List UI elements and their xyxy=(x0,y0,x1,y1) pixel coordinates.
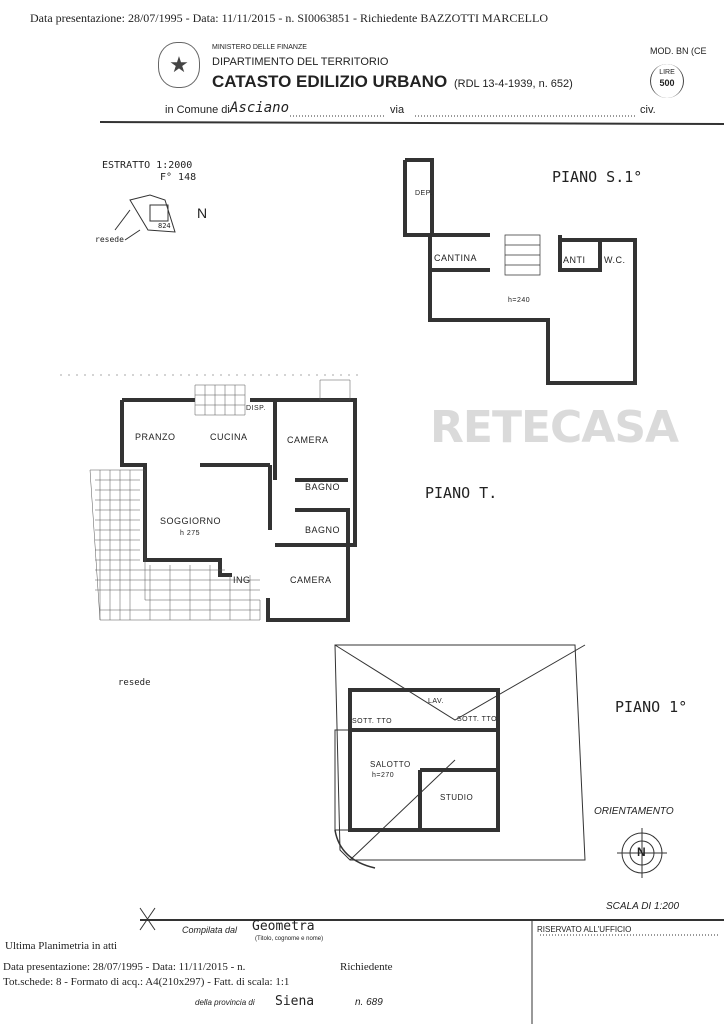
model-label: MOD. BN (CE xyxy=(650,46,707,56)
law-reference: (RDL 13-4-1939, n. 652) xyxy=(454,78,573,90)
room-label: DISP. xyxy=(246,405,266,412)
form-title: CATASTO EDILIZIO URBANO xyxy=(212,72,448,91)
extract-resede: resede xyxy=(95,235,124,244)
republic-emblem-icon: ★ xyxy=(158,42,200,88)
extract-foglio: F° 148 xyxy=(160,172,197,183)
compiled-sub: (Titolo, cognome e nome) xyxy=(255,936,324,942)
room-label: CAMERA xyxy=(290,575,332,585)
via-label: via xyxy=(390,104,405,116)
extract-particella: 824 xyxy=(158,222,171,230)
compass-north-icon: N xyxy=(637,845,646,859)
sheet-number: n. 689 xyxy=(355,997,383,1008)
room-label: SALOTTO xyxy=(370,760,411,769)
room-height: h=240 xyxy=(508,297,531,304)
footer-requester: Richiedente xyxy=(340,961,393,973)
north-arrow-icon: N xyxy=(197,205,208,221)
room-label: CANTINA xyxy=(434,253,478,263)
room-label: STUDIO xyxy=(440,793,474,802)
room-label: CUCINA xyxy=(210,432,248,442)
civ-label: civ. xyxy=(640,104,656,116)
room-label: BAGNO xyxy=(305,482,341,492)
first-floor-label: PIANO 1° xyxy=(615,698,688,716)
comune-value: Asciano xyxy=(230,100,290,116)
ground-resede: resede xyxy=(118,678,151,688)
province-value: Siena xyxy=(275,994,315,1009)
orientation-label: ORIENTAMENTO xyxy=(594,806,674,817)
room-height: h 275 xyxy=(180,530,201,537)
ground-floor-label: PIANO T. xyxy=(425,484,498,502)
stamp-currency: LIRE xyxy=(659,69,675,76)
room-height: h=270 xyxy=(372,772,395,779)
scale-label: SCALA DI 1:200 xyxy=(606,901,680,912)
compiled-value: Geometra xyxy=(252,919,315,934)
room-label: SOGGIORNO xyxy=(160,516,222,526)
room-label: CAMERA xyxy=(287,435,329,445)
stamp: LIRE 500 xyxy=(650,64,684,98)
reserved-label: RISERVATO ALL'UFFICIO xyxy=(537,925,632,934)
comune-label: in Comune di xyxy=(165,104,230,116)
department-label: DIPARTIMENTO DEL TERRITORIO xyxy=(212,56,389,68)
ministry-label: MINISTERO DELLE FINANZE xyxy=(212,44,307,51)
room-label: LAV. xyxy=(428,698,445,705)
room-label: W.C. xyxy=(604,255,626,265)
compiled-label: Compilata dal xyxy=(182,925,238,935)
stamp-value: 500 xyxy=(659,78,675,88)
footer-line1: Data presentazione: 28/07/1995 - Data: 1… xyxy=(3,961,246,973)
basement-label: PIANO S.1° xyxy=(552,168,643,186)
watermark: RETECASA xyxy=(430,402,679,453)
room-label: PRANZO xyxy=(135,432,176,442)
header-line: Data presentazione: 28/07/1995 - Data: 1… xyxy=(30,11,549,25)
room-label: BAGNO xyxy=(305,525,341,535)
room-label: ING xyxy=(233,575,251,585)
extract-title: ESTRATTO 1:2000 xyxy=(102,160,193,171)
room-label: ANTI xyxy=(563,255,586,265)
last-plan-label: Ultima Planimetria in atti xyxy=(5,940,118,952)
room-label: SOTT. TTO xyxy=(352,718,393,725)
province-label: della provincia di xyxy=(195,998,255,1007)
room-label: SOTT. TTO xyxy=(457,716,498,723)
room-label: DEP. xyxy=(415,190,433,197)
footer-line2: Tot.schede: 8 - Formato di acq.: A4(210x… xyxy=(3,976,290,988)
